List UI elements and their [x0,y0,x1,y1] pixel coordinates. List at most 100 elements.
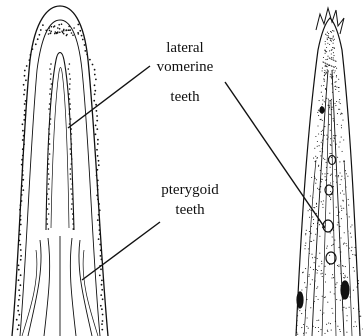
stipple-dot [310,267,311,268]
stipple-dot [334,82,335,83]
stipple-dot [306,326,307,327]
stipple-dot [322,113,323,114]
stipple-dot [318,115,319,116]
stipple-dot [303,333,304,334]
stipple-dot [336,182,337,183]
stipple-dot [340,193,341,194]
stipple-dot [101,323,103,325]
stipple-dot [50,63,52,65]
stipple-dot [333,43,334,44]
stipple-dot [346,332,347,333]
stipple-dot [101,329,103,331]
stipple-dot [70,148,72,150]
stipple-dot [338,266,339,267]
stipple-dot [340,331,341,332]
stipple-dot [338,264,339,265]
stipple-dot [301,301,302,302]
stipple-dot [326,66,327,67]
stipple-dot [339,101,340,102]
stipple-dot [315,234,316,235]
stipple-dot [320,329,321,330]
stipple-dot [35,43,37,45]
stipple-dot [325,274,326,275]
stipple-dot [340,300,341,301]
stipple-dot [330,292,331,293]
stipple-dot [46,218,48,220]
stipple-dot [323,312,324,313]
stipple-dot [340,184,341,185]
stipple-dot [101,259,103,261]
stipple-dot [326,47,327,48]
stipple-dot [70,178,72,180]
stipple-dot [94,84,96,86]
stipple-dot [349,296,350,297]
stipple-dot [324,109,325,110]
stipple-dot [337,224,338,225]
stipple-dot [358,280,359,281]
stipple-dot [325,53,326,54]
stipple-dot [30,54,32,56]
stipple-dot [328,158,329,159]
stipple-dot [337,326,338,327]
stipple-dot [303,324,304,325]
stipple-dot [334,39,335,40]
stipple-dot [327,43,328,44]
stipple-dot [98,203,100,205]
stipple-dot [315,183,316,184]
stipple-dot [306,230,307,231]
stipple-dot [310,210,311,211]
stipple-dot [56,33,58,35]
stipple-dot [360,316,361,317]
stipple-dot [322,173,323,174]
stipple-dot [327,246,328,247]
stipple-dot [102,314,104,316]
stipple-dot [325,74,326,75]
stipple-dot [353,290,354,291]
stipple-dot [17,328,19,330]
stipple-dot [333,35,334,36]
stipple-dot [324,72,325,73]
stipple-dot [333,277,334,278]
stipple-dot [337,265,338,266]
stipple-dot [352,254,353,255]
stipple-dot [71,193,73,195]
stipple-dot [351,224,352,225]
stipple-dot [82,39,84,41]
stipple-dot [323,62,324,63]
stipple-dot [22,179,24,181]
stipple-dot [322,151,323,152]
stipple-dot [48,108,50,110]
stipple-dot [338,79,339,80]
stipple-dot [341,125,342,126]
stipple-dot [25,100,27,102]
stipple-dot [97,155,99,157]
stipple-dot [94,90,96,92]
stipple-dot [343,139,344,140]
stipple-dot [338,176,339,177]
stipple-dot [348,293,349,294]
stipple-dot [317,286,318,287]
stipple-dot [49,133,51,135]
stipple-dot [326,98,327,99]
stipple-dot [335,61,336,62]
stipple-dot [330,230,331,231]
stipple-dot [308,328,309,329]
stipple-dot [306,299,307,300]
stipple-dot [316,206,317,207]
stipple-dot [18,289,20,291]
stipple-dot [19,230,21,232]
stipple-dot [321,142,322,143]
stipple-dot [325,180,326,181]
stipple-dot [322,100,323,101]
stipple-dot [68,93,70,95]
stipple-dot [346,243,347,244]
stipple-dot [335,70,336,71]
label-vomerine: vomerine [144,59,226,76]
stipple-dot [70,168,72,170]
stipple-dot [48,178,50,180]
stipple-dot [333,70,334,71]
stipple-dot [96,110,98,112]
stipple-dot [331,32,332,33]
stipple-dot [23,135,25,137]
stipple-dot [339,161,340,162]
